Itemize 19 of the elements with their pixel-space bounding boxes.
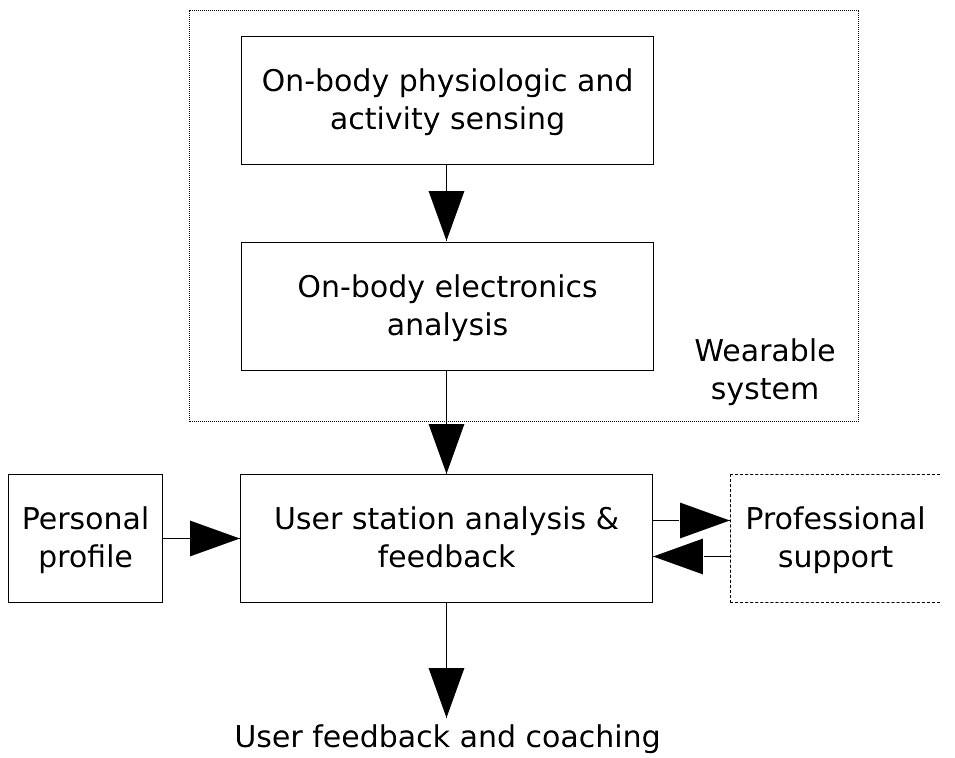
process-box (241, 36, 654, 165)
box-label: Professional support (744, 500, 927, 576)
arrow (428, 602, 464, 718)
arrow (428, 164, 464, 242)
box-label: On-body physiologic and activity sensing (260, 62, 634, 138)
arrow (652, 502, 730, 538)
system-boundary (189, 10, 859, 422)
external-box (730, 474, 940, 603)
system-label: Wearable system (693, 333, 837, 409)
process-box (241, 242, 654, 371)
arrow (652, 538, 730, 574)
box-label: Personal profile (20, 500, 150, 576)
process-box (240, 474, 653, 603)
box-label: User feedback and coaching (233, 719, 662, 757)
box-label: User station analysis & feedback (272, 500, 620, 576)
arrow (428, 370, 464, 474)
arrow (162, 520, 240, 556)
box-label: On-body electronics analysis (296, 268, 599, 344)
input-box (8, 474, 163, 603)
